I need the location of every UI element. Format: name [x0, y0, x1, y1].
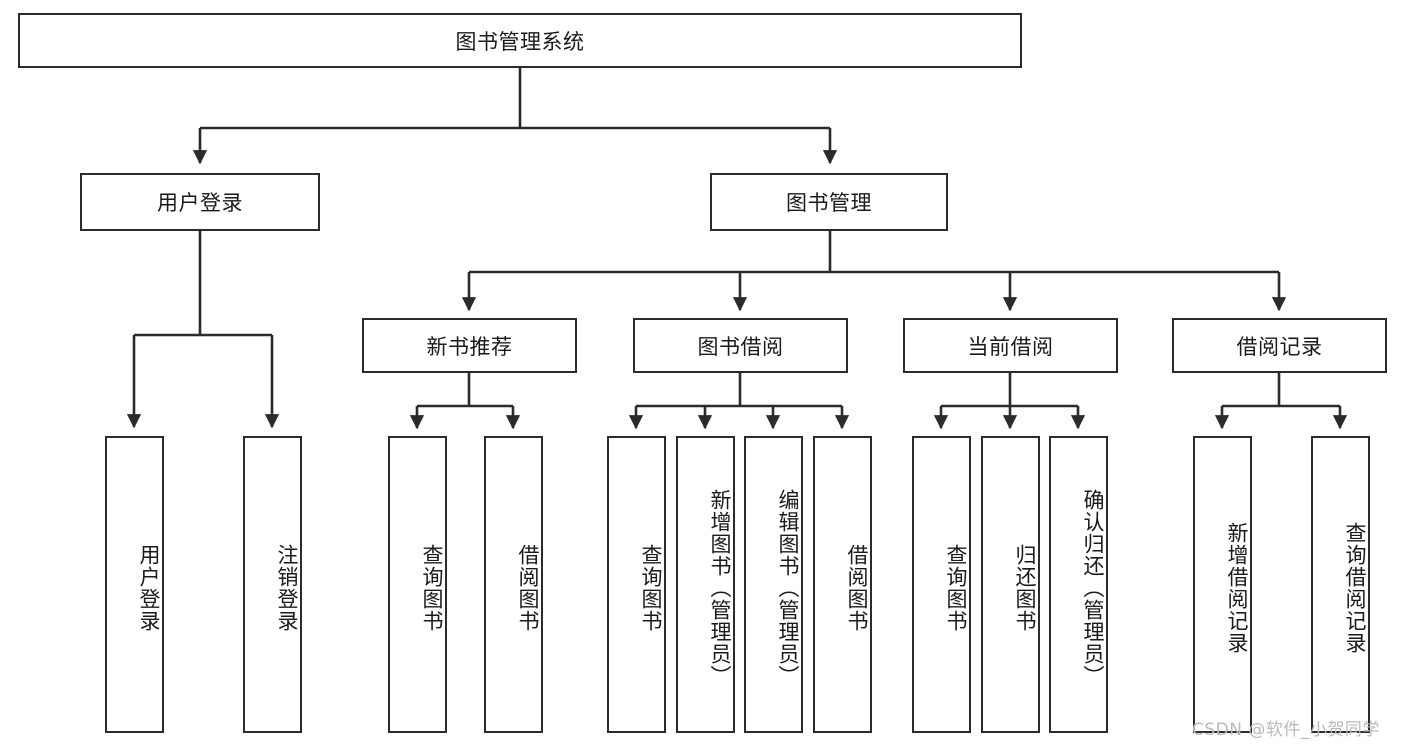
leaf-record-query-borrow-record[interactable]: 查询借阅记录: [1311, 436, 1370, 733]
leaf-logout[interactable]: 注销登录: [243, 436, 302, 733]
node-borrow-record[interactable]: 借阅记录: [1172, 318, 1387, 373]
node-label: 借阅图书: [845, 543, 869, 632]
leaf-current-return-book[interactable]: 归还图书: [981, 436, 1040, 733]
watermark-text: CSDN @软件_小贺同学: [1192, 720, 1380, 740]
node-root-book-management-system[interactable]: 图书管理系统: [18, 13, 1022, 68]
node-label: 图书管理: [786, 191, 872, 215]
leaf-current-query-book[interactable]: 查询图书: [912, 436, 971, 733]
leaf-newbook-borrow-book[interactable]: 借阅图书: [484, 436, 543, 733]
leaf-borrow-query-book[interactable]: 查询图书: [607, 436, 666, 733]
node-label: 新书推荐: [426, 334, 513, 359]
node-label: 归还图书: [1013, 543, 1037, 632]
node-label: 借阅图书: [516, 543, 540, 632]
node-label: 查询图书: [639, 543, 663, 632]
node-label: 查询图书: [944, 543, 968, 632]
leaf-borrow-borrow-book[interactable]: 借阅图书: [813, 436, 872, 733]
node-label: 查询图书: [420, 543, 444, 632]
node-label: 用户登录: [137, 543, 161, 632]
node-book-management[interactable]: 图书管理: [710, 173, 948, 231]
node-label: 用户登录: [157, 191, 243, 215]
node-label: 当前借阅: [967, 334, 1054, 359]
node-current-borrow[interactable]: 当前借阅: [903, 318, 1118, 373]
leaf-user-login[interactable]: 用户登录: [105, 436, 164, 733]
node-label: 新增借阅记录: [1225, 521, 1249, 654]
node-label: 图书管理系统: [455, 29, 585, 54]
node-label: 借阅记录: [1236, 334, 1323, 359]
node-user-login[interactable]: 用户登录: [80, 173, 320, 231]
node-label: 查询借阅记录: [1343, 521, 1367, 654]
node-book-borrow[interactable]: 图书借阅: [633, 318, 848, 373]
node-new-book-recommend[interactable]: 新书推荐: [362, 318, 577, 373]
node-label: 确认归还（管理员）: [1081, 488, 1105, 687]
node-label: 新增图书（管理员）: [708, 488, 732, 687]
leaf-borrow-edit-book-admin[interactable]: 编辑图书（管理员）: [744, 436, 803, 733]
leaf-record-add-borrow-record[interactable]: 新增借阅记录: [1193, 436, 1252, 733]
leaf-borrow-add-book-admin[interactable]: 新增图书（管理员）: [676, 436, 735, 733]
leaf-current-confirm-return-admin[interactable]: 确认归还（管理员）: [1049, 436, 1108, 733]
node-label: 编辑图书（管理员）: [776, 488, 800, 687]
node-label: 注销登录: [275, 543, 299, 632]
leaf-newbook-query-book[interactable]: 查询图书: [388, 436, 447, 733]
node-label: 图书借阅: [697, 334, 784, 359]
